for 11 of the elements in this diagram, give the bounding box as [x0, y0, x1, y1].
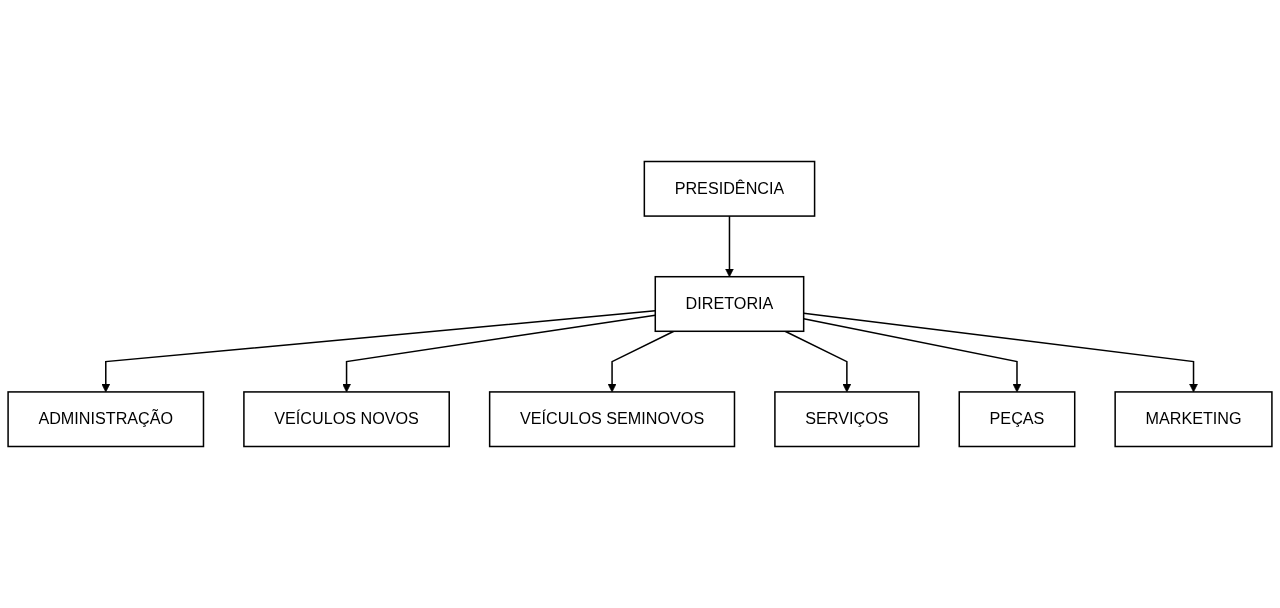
- node-box: MARKETING: [1114, 391, 1273, 448]
- node-box: VEÍCULOS SEMINOVOS: [488, 391, 736, 448]
- node-box: DIRETORIA: [654, 275, 805, 333]
- node-box: SERVIÇOS: [774, 391, 920, 448]
- arrow: [725, 215, 734, 278]
- node-box: PEÇAS: [958, 391, 1076, 448]
- arrow: [784, 330, 852, 393]
- arrow: [607, 330, 675, 393]
- node-box: PRESIDÊNCIA: [643, 160, 816, 217]
- node-box: ADMINISTRAÇÃO: [7, 391, 205, 448]
- node-box: VEÍCULOS NOVOS: [243, 391, 450, 448]
